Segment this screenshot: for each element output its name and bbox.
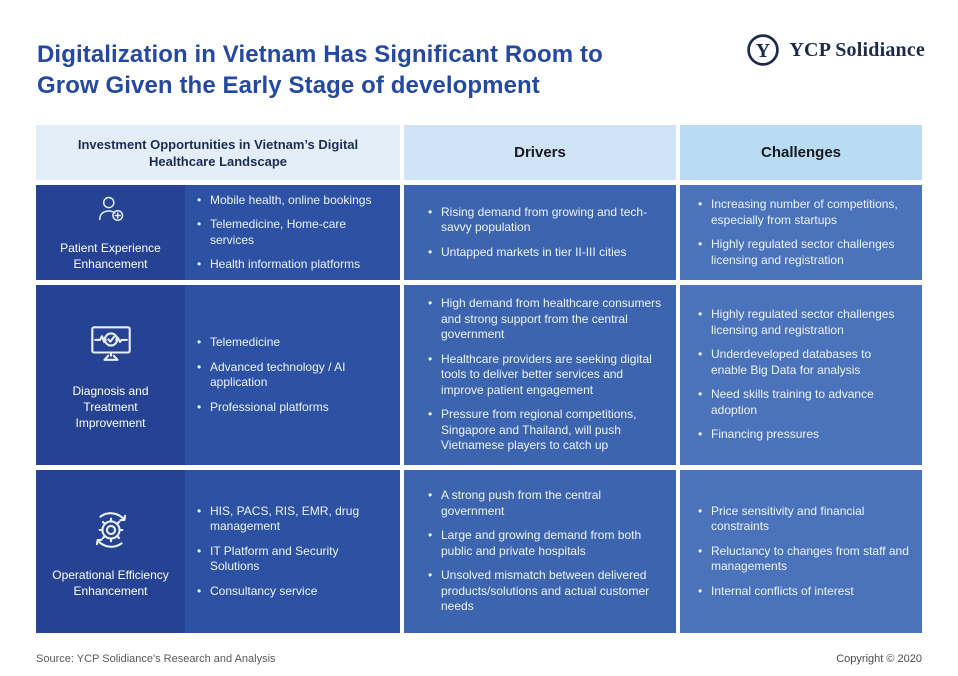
category-label: Diagnosis and Treatment Improvement bbox=[72, 383, 149, 430]
bullet-item: Healthcare providers are seeking digital… bbox=[428, 352, 662, 399]
bullet-list: TelemedicineAdvanced technology / AI app… bbox=[197, 335, 390, 415]
bullet-list: A strong push from the central governmen… bbox=[428, 488, 662, 615]
bullet-item: A strong push from the central governmen… bbox=[428, 488, 662, 519]
header-investment-opportunities: Investment Opportunities in Vietnam’s Di… bbox=[36, 125, 404, 180]
diagnosis-treatment-drivers-cell: High demand from healthcare consumers an… bbox=[404, 285, 680, 465]
category-label: Patient Experience Enhancement bbox=[60, 241, 161, 271]
page-title-line-2: Grow Given the Early Stage of developmen… bbox=[37, 72, 540, 99]
operational-efficiency-drivers-cell: A strong push from the central governmen… bbox=[404, 470, 680, 633]
bullet-item: Highly regulated sector challenges licen… bbox=[698, 237, 910, 268]
patient-experience-challenges-cell: Increasing number of competitions, espec… bbox=[680, 185, 922, 280]
bullet-item: Rising demand from growing and tech-savv… bbox=[428, 205, 662, 236]
bullet-list: Increasing number of competitions, espec… bbox=[698, 197, 910, 268]
bullet-item: Large and growing demand from both publi… bbox=[428, 528, 662, 559]
patient-experience-drivers-cell: Rising demand from growing and tech-savv… bbox=[404, 185, 680, 280]
header-drivers: Drivers bbox=[404, 125, 680, 180]
bullet-item: Highly regulated sector challenges licen… bbox=[698, 307, 910, 338]
category-diagnosis-treatment: Diagnosis and Treatment Improvement bbox=[36, 285, 185, 465]
bullet-item: Unsolved mismatch between delivered prod… bbox=[428, 568, 662, 615]
bullet-item: Underdeveloped databases to enable Big D… bbox=[698, 347, 910, 378]
bullet-item: Financing pressures bbox=[698, 427, 910, 443]
bullet-item: Increasing number of competitions, espec… bbox=[698, 197, 910, 228]
page-title: Digitalization in Vietnam Has Significan… bbox=[37, 39, 603, 101]
header-challenges: Challenges bbox=[680, 125, 922, 180]
header-investment-opportunities-label: Investment Opportunities in Vietnam’s Di… bbox=[77, 136, 359, 169]
page-title-line-1: Digitalization in Vietnam Has Significan… bbox=[37, 41, 603, 68]
category-operational-efficiency: Operational Efficiency Enhancement bbox=[36, 470, 185, 633]
ycp-logo: Y YCP Solidiance bbox=[746, 33, 925, 67]
patient-plus-icon bbox=[98, 196, 123, 222]
bullet-item: Price sensitivity and financial constrai… bbox=[698, 504, 910, 535]
ycp-logo-icon: Y bbox=[747, 34, 780, 66]
diagnosis-treatment-opportunities-cell: TelemedicineAdvanced technology / AI app… bbox=[185, 285, 404, 465]
bullet-item: Telemedicine bbox=[197, 335, 390, 351]
bullet-item: Telemedicine, Home-care services bbox=[197, 217, 390, 248]
bullet-item: Professional platforms bbox=[197, 400, 390, 416]
bullet-item: Advanced technology / AI application bbox=[197, 360, 390, 391]
svg-text:Y: Y bbox=[756, 40, 771, 62]
diagnosis-treatment-challenges-cell: Highly regulated sector challenges licen… bbox=[680, 285, 922, 465]
bullet-item: Consultancy service bbox=[197, 584, 390, 600]
bullet-item: High demand from healthcare consumers an… bbox=[428, 296, 662, 343]
gear-efficiency-icon bbox=[95, 512, 126, 548]
category-label: Operational Efficiency Enhancement bbox=[52, 568, 169, 598]
operational-efficiency-opportunities-cell: HIS, PACS, RIS, EMR, drug management IT P… bbox=[185, 470, 404, 633]
investment-table: Investment Opportunities in Vietnam’s Di… bbox=[36, 125, 922, 633]
bullet-item: HIS, PACS, RIS, EMR, drug management bbox=[197, 504, 390, 535]
patient-experience-opportunities-cell: Mobile health, online bookingsTelemedici… bbox=[185, 185, 404, 280]
diagnosis-monitor-icon bbox=[90, 325, 131, 361]
operational-efficiency-challenges-cell: Price sensitivity and financial constrai… bbox=[680, 470, 922, 633]
bullet-list: Rising demand from growing and tech-savv… bbox=[428, 205, 662, 261]
bullet-list: Price sensitivity and financial constrai… bbox=[698, 504, 910, 600]
bullet-item: IT Platform and Security Solutions bbox=[197, 544, 390, 575]
category-patient-experience: Patient Experience Enhancement bbox=[36, 185, 185, 280]
bullet-list: Mobile health, online bookingsTelemedici… bbox=[197, 193, 390, 273]
bullet-list: High demand from healthcare consumers an… bbox=[428, 296, 662, 454]
bullet-item: Pressure from regional competitions, Sin… bbox=[428, 407, 662, 454]
ycp-logo-text: YCP Solidiance bbox=[789, 38, 925, 61]
bullet-item: Health information platforms bbox=[197, 257, 390, 273]
footer-copyright: Copyright © 2020 bbox=[836, 653, 922, 665]
bullet-list: Highly regulated sector challenges licen… bbox=[698, 307, 910, 443]
bullet-item: Mobile health, online bookings bbox=[197, 193, 390, 209]
header-challenges-label: Challenges bbox=[760, 144, 842, 161]
bullet-list: HIS, PACS, RIS, EMR, drug management IT P… bbox=[197, 504, 390, 600]
header-drivers-label: Drivers bbox=[514, 144, 566, 161]
footer-source: Source: YCP Solidiance's Research and An… bbox=[36, 653, 276, 665]
bullet-item: Reluctancy to changes from staff and man… bbox=[698, 544, 910, 575]
bullet-item: Untapped markets in tier II-III cities bbox=[428, 245, 662, 261]
bullet-item: Internal conflicts of interest bbox=[698, 584, 910, 600]
bullet-item: Need skills training to advance adoption bbox=[698, 387, 910, 418]
